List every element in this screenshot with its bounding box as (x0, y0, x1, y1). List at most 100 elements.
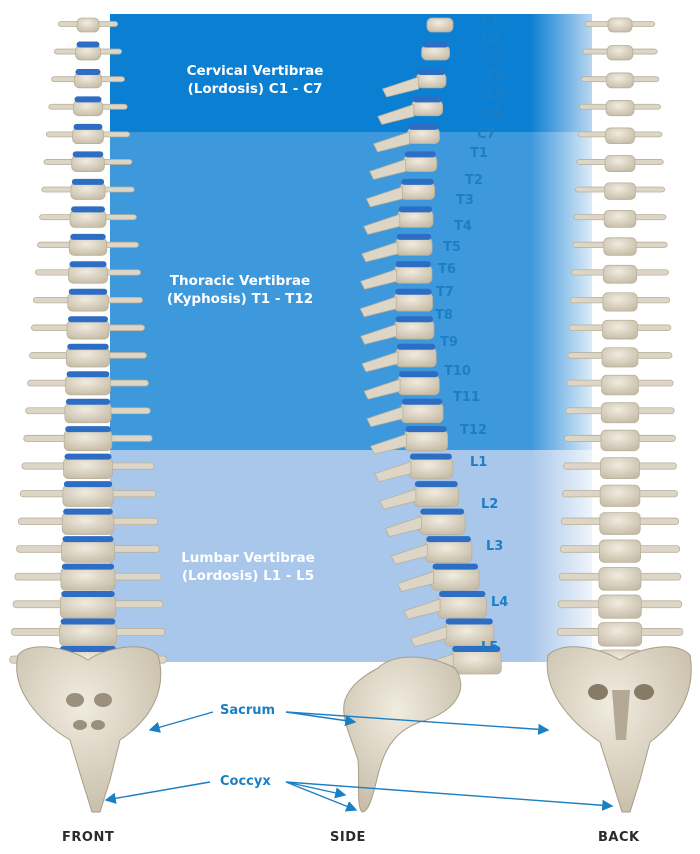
coccyx-label: Coccyx (220, 774, 271, 789)
vertebra-body (409, 458, 453, 479)
vertebra-label-l3: L3 (486, 539, 503, 554)
vertebra-body (64, 430, 112, 451)
vertebra-body (66, 375, 111, 395)
intervertebral-disc (62, 564, 114, 570)
vertebra-body (62, 513, 114, 535)
vertebra-body (601, 458, 640, 479)
vertebra-label-t4: T4 (454, 219, 472, 234)
intervertebral-disc (410, 454, 452, 460)
vertebra-label-c2: C2 (481, 32, 500, 47)
coccyx-arrow-front (106, 782, 210, 800)
vertebra-body (600, 485, 640, 506)
vertebra-body (598, 623, 641, 647)
vertebra-body (422, 45, 450, 59)
intervertebral-disc (72, 179, 104, 185)
vertebra-body (606, 128, 635, 144)
vertebra-body (395, 265, 432, 283)
vertebra-body (395, 320, 434, 339)
intervertebral-disc (74, 96, 101, 102)
vertebra-body (398, 375, 439, 395)
vertebra-body (67, 320, 109, 339)
vertebra-label-l5: L5 (481, 640, 498, 655)
intervertebral-disc (401, 179, 433, 185)
intervertebral-disc (405, 151, 436, 157)
vertebra-body (425, 540, 472, 562)
vertebra-body (419, 513, 465, 535)
vertebra-body (60, 595, 115, 618)
intervertebral-disc (75, 69, 100, 75)
lumbar-title-line1: Lumbar Vertibrae (148, 549, 348, 567)
intervertebral-disc (420, 509, 464, 515)
vertebra-label-t7: T7 (436, 285, 454, 300)
intervertebral-disc (406, 426, 447, 432)
vertebra-body (65, 403, 111, 423)
vertebra-body (604, 210, 636, 227)
vertebra-body (602, 320, 637, 339)
vertebra-body (607, 73, 634, 88)
side-sacrum (344, 657, 461, 812)
vertebra-body (607, 45, 633, 59)
vertebra-body (604, 238, 637, 255)
vertebra-label-c5: C5 (486, 87, 505, 102)
cervical-title-line1: Cervical Vertibrae (155, 62, 355, 80)
vertebra-label-c4: C4 (486, 68, 505, 83)
vertebra-label-t6: T6 (438, 262, 456, 277)
vertebra-body (62, 540, 115, 562)
intervertebral-disc (77, 41, 100, 47)
intervertebral-disc (418, 69, 445, 75)
vertebra-body (438, 595, 486, 618)
intervertebral-disc (68, 316, 108, 322)
vertebra-label-c1: C1 (481, 14, 500, 29)
intervertebral-disc (399, 371, 438, 377)
vertebra-body (64, 458, 113, 479)
thoracic-title-line2: (Kyphosis) T1 - T12 (140, 290, 340, 308)
intervertebral-disc (395, 289, 431, 295)
intervertebral-disc (61, 619, 116, 625)
vertebra-body (601, 403, 638, 423)
vertebra-body (74, 73, 101, 88)
coccyx-arrow-back (286, 782, 612, 806)
vertebra-label-c3: C3 (484, 50, 503, 65)
lumbar-title-line2: (Lordosis) L1 - L5 (148, 567, 348, 585)
sacrum-label: Sacrum (220, 703, 275, 718)
front-view-label: FRONT (62, 830, 114, 845)
vertebra-body (401, 403, 443, 423)
vertebra-body (599, 540, 640, 562)
vertebra-body (599, 568, 641, 591)
cervical-title: Cervical Vertibrae (Lordosis) C1 - C7 (155, 62, 355, 98)
intervertebral-disc (63, 536, 114, 542)
vertebra-body (394, 293, 432, 311)
vertebra-body (427, 18, 453, 32)
intervertebral-disc (396, 261, 431, 267)
vertebra-body (404, 155, 437, 171)
thoracic-title-line1: Thoracic Vertibrae (140, 272, 340, 290)
vertebra-body (76, 45, 101, 59)
intervertebral-disc (439, 591, 485, 597)
vertebra-body (408, 128, 440, 144)
vertebra-label-t11: T11 (453, 390, 480, 405)
vertebra-body (608, 18, 632, 32)
vertebra-body (66, 348, 109, 367)
cervical-title-line2: (Lordosis) C1 - C7 (155, 80, 355, 98)
vertebra-body (605, 155, 635, 171)
vertebra-body (70, 210, 106, 227)
side-view-label: SIDE (330, 830, 366, 845)
vertebra-label-c7: C7 (477, 127, 496, 142)
vertebra-body (605, 183, 636, 200)
vertebra-body (398, 210, 433, 227)
intervertebral-disc (61, 591, 114, 597)
vertebra-label-t10: T10 (444, 364, 471, 379)
vertebra-body (417, 73, 446, 88)
intervertebral-disc (71, 206, 105, 212)
vertebra-body (69, 265, 108, 283)
sacrum-arrow-front (150, 712, 213, 730)
vertebra-label-c6: C6 (484, 106, 503, 121)
vertebra-label-t1: T1 (470, 146, 488, 161)
back-view-label: BACK (598, 830, 640, 845)
intervertebral-disc (433, 564, 478, 570)
intervertebral-disc (413, 96, 442, 102)
back-sacrum (547, 647, 691, 812)
intervertebral-disc (70, 261, 107, 267)
vertebra-body (69, 238, 106, 255)
